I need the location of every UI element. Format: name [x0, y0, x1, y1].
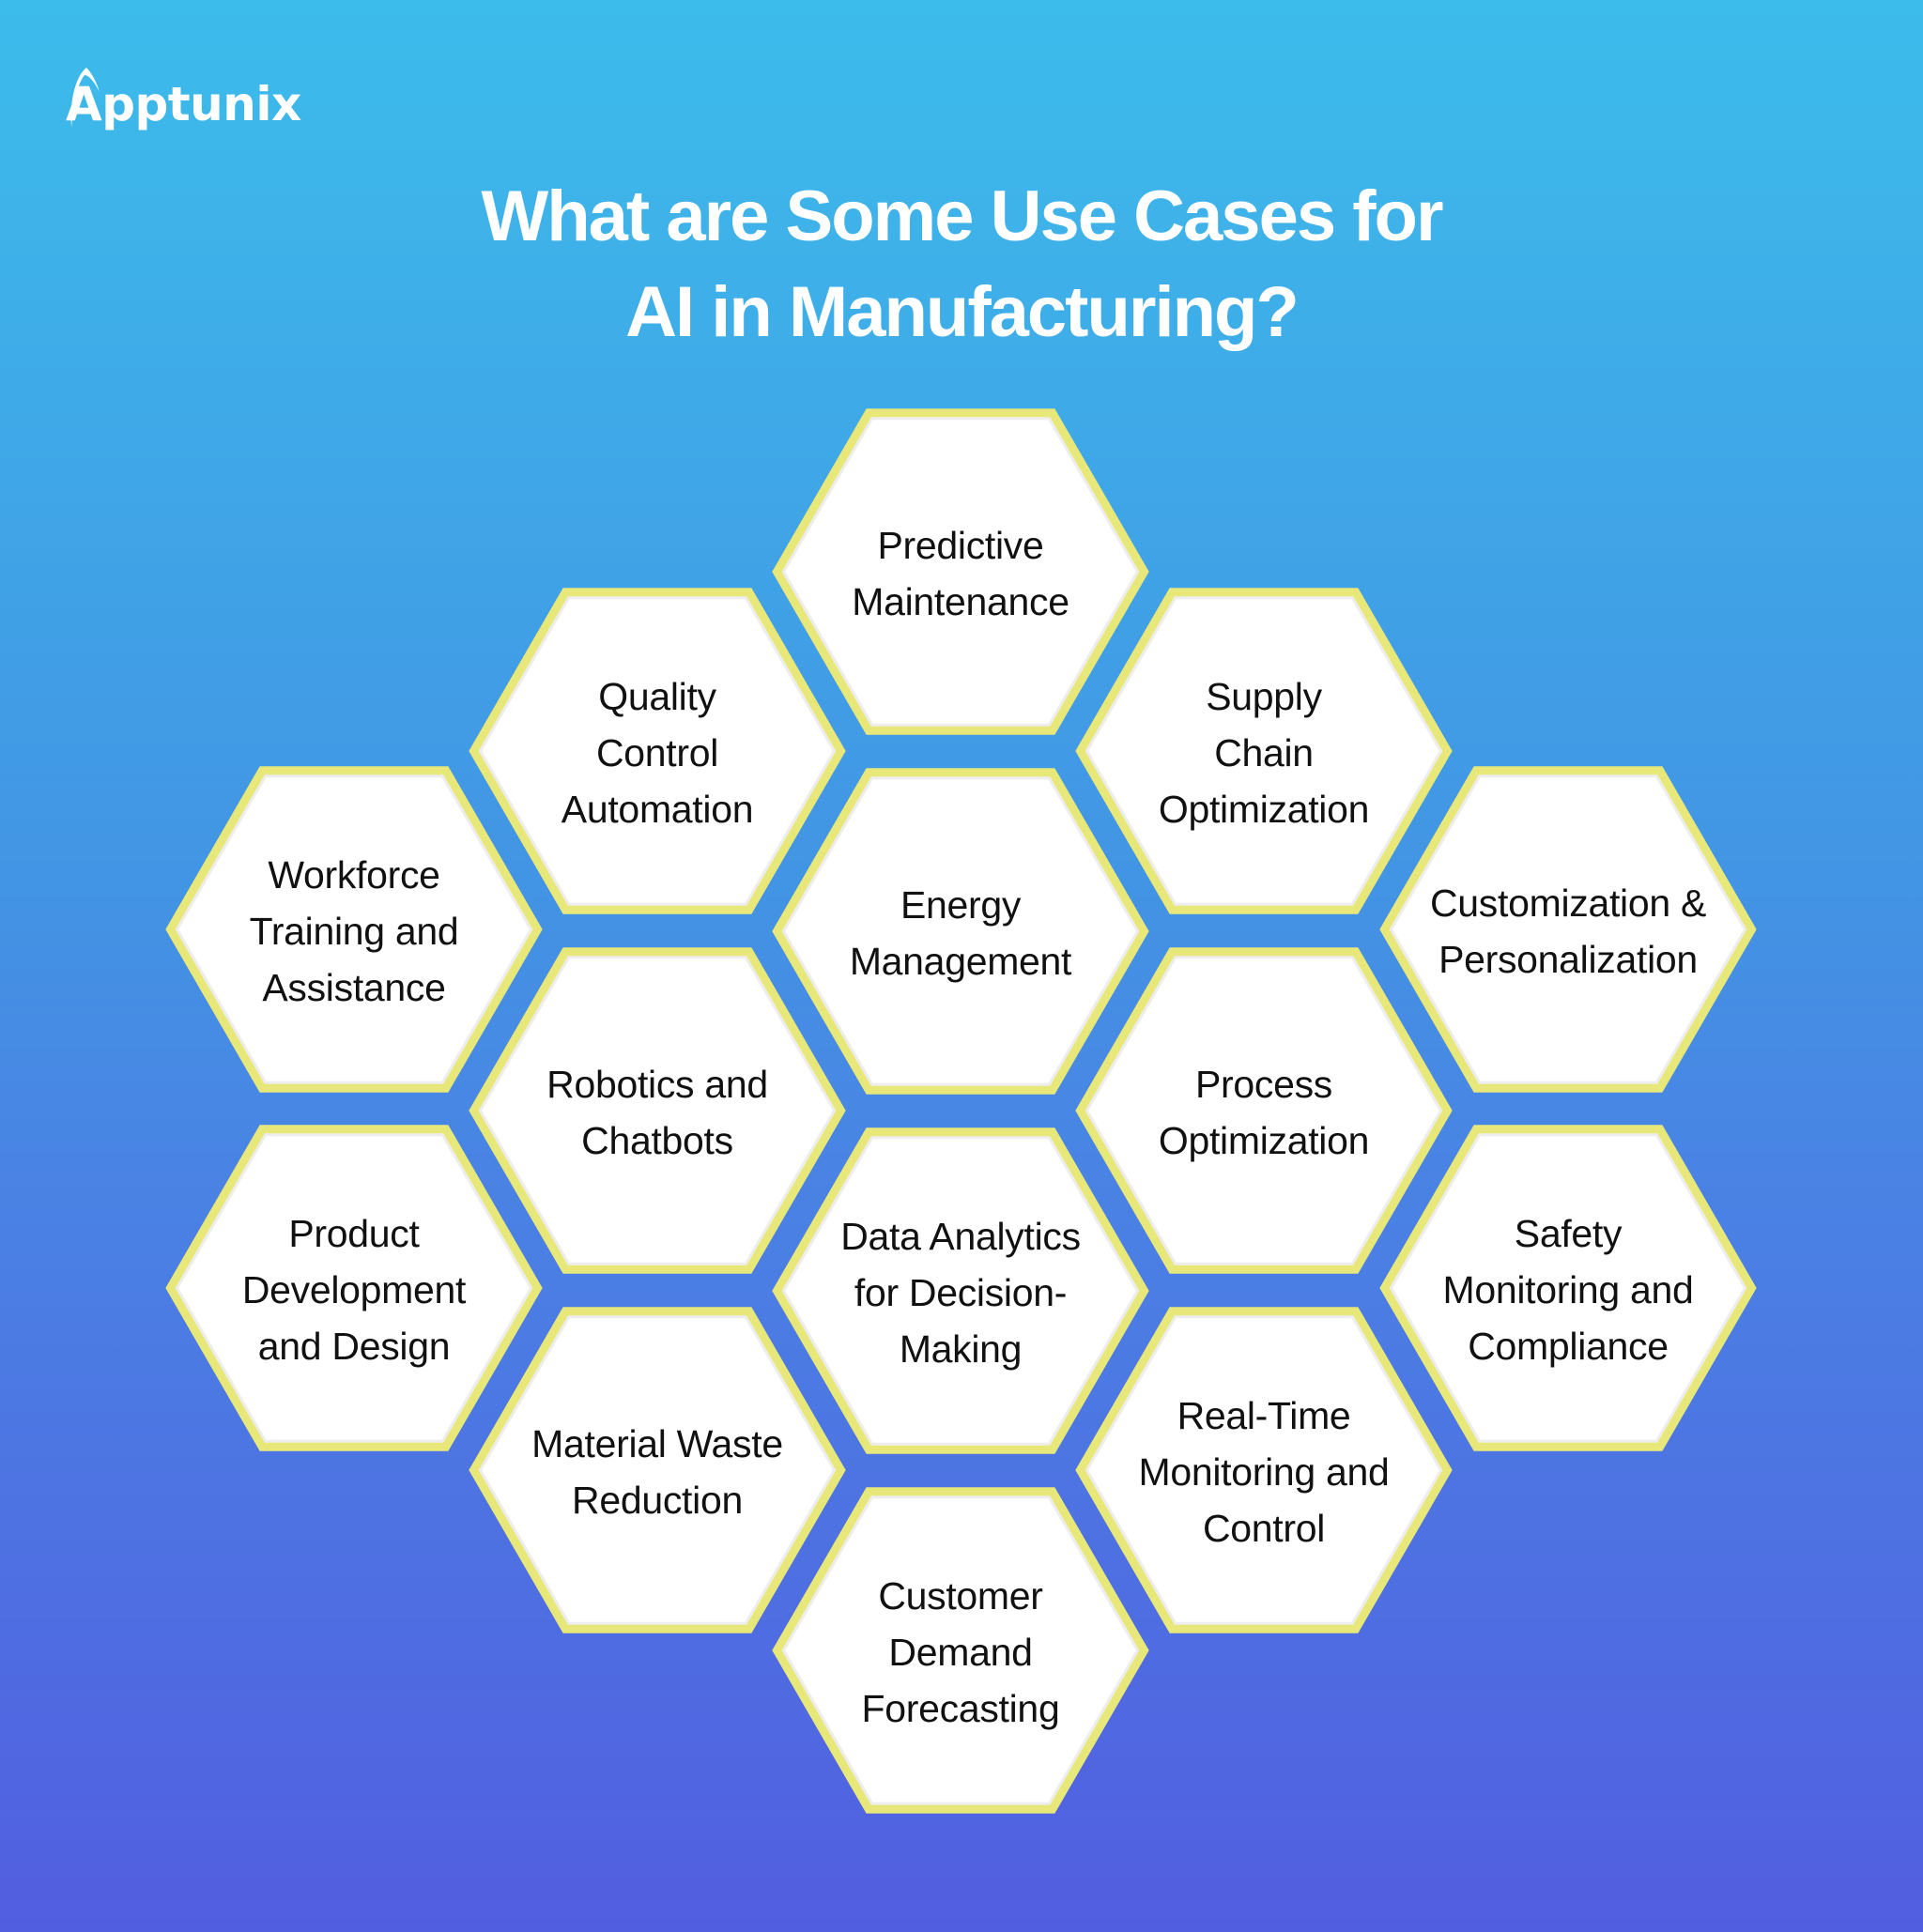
hexagon-inner-shadow	[781, 1136, 1140, 1446]
brand-logo: Apptunix	[66, 58, 301, 133]
use-case-label-line: Forecasting	[861, 1687, 1060, 1730]
page-title: What are Some Use Cases for AI in Manufa…	[0, 169, 1923, 360]
hexagon-shape	[165, 766, 543, 1093]
use-case-label-line: Real-Time	[1177, 1394, 1351, 1437]
logo-arc-icon	[70, 68, 100, 128]
hexagon-safety-monitoring-and-compliance	[1379, 1125, 1757, 1451]
use-case-label-line: Chatbots	[581, 1119, 733, 1162]
hexagon-shape	[469, 1307, 846, 1633]
use-case-label-line: Customer	[878, 1574, 1043, 1618]
hexagon-real-time-monitoring-and-control	[1075, 1307, 1453, 1633]
hexagon-shape	[1379, 766, 1757, 1093]
use-case-label-line: Monitoring and	[1138, 1450, 1390, 1494]
use-case-label-line: Predictive	[877, 524, 1044, 567]
use-case-label-line: Monitoring and	[1442, 1268, 1694, 1311]
use-case-label-line: Chain	[1214, 731, 1314, 774]
hexagon-supply-chain-optimization	[1075, 588, 1453, 914]
brand-name: Apptunix	[66, 77, 301, 131]
hexagon-shape	[1075, 947, 1453, 1274]
hexagon-shape	[772, 768, 1149, 1095]
hexagon-customization-personalization	[1379, 766, 1757, 1093]
hexagon-shape	[1379, 1125, 1757, 1451]
use-case-label-line: Robotics and	[546, 1063, 768, 1106]
hexagon-inner-shadow	[781, 1495, 1140, 1805]
use-case-label-line: Data Analytics	[840, 1215, 1081, 1258]
use-case-label-line: for Decision-	[854, 1271, 1068, 1314]
hexagon-inner-shadow	[1085, 956, 1443, 1265]
hexagon-inner-shadow	[781, 776, 1140, 1086]
use-case-label-line: Personalization	[1438, 938, 1698, 981]
hexagon-inner-shadow	[175, 774, 533, 1084]
hexagon-predictive-maintenance	[772, 408, 1149, 735]
hexagon-shape	[772, 1127, 1149, 1454]
use-case-customization-personalization: Customization & Personalization	[1413, 875, 1723, 988]
use-case-label-line: Quality	[598, 675, 716, 718]
hexagon-workforce-training-and-assistance	[165, 766, 543, 1093]
use-case-label-line: Compliance	[1468, 1325, 1669, 1368]
hexagon-shape	[165, 1125, 543, 1451]
hexagon-material-waste-reduction	[469, 1307, 846, 1633]
title-line-2: AI in Manufacturing?	[625, 272, 1300, 352]
hexagon-inner-shadow	[478, 1315, 837, 1625]
hexagon-shape	[772, 1487, 1149, 1814]
use-case-label-line: Control	[595, 731, 719, 774]
use-case-label-line: Optimization	[1158, 1119, 1370, 1162]
use-case-label-line: Energy	[900, 883, 1022, 927]
hexagon-inner-shadow	[478, 596, 837, 906]
hexagon-inner-shadow	[1389, 1133, 1747, 1443]
use-case-label-line: Material Waste	[531, 1422, 783, 1465]
use-case-label-line: Development	[241, 1268, 467, 1311]
use-case-label-line: Product	[288, 1212, 420, 1255]
hexagon-inner-shadow	[781, 417, 1140, 727]
use-case-label-line: Process	[1194, 1063, 1332, 1106]
use-case-label-line: Customization &	[1429, 882, 1706, 925]
hexagon-data-analytics-for-decision-making	[772, 1127, 1149, 1454]
hexagon-inner-shadow	[1085, 1315, 1443, 1625]
use-case-data-analytics-for-decision-making: Data Analytics for Decision- Making	[806, 1208, 1115, 1377]
use-case-label-line: Reduction	[572, 1479, 743, 1522]
use-case-label-line: Making	[899, 1327, 1023, 1371]
use-case-label-line: Workforce	[268, 853, 440, 897]
use-case-label-line: Optimization	[1158, 788, 1370, 831]
use-case-label-line: Assistance	[262, 966, 446, 1009]
hexagon-shape	[469, 947, 846, 1274]
hexagon-inner-shadow	[478, 956, 837, 1265]
use-case-label-line: Supply	[1206, 675, 1322, 718]
hexagon-shape	[772, 408, 1149, 735]
use-case-label-line: Safety	[1514, 1212, 1623, 1255]
hexagon-quality-control-automation	[469, 588, 846, 914]
use-case-label-line: Control	[1202, 1507, 1326, 1550]
use-case-label-line: Training and	[249, 910, 459, 953]
hexagon-shape	[1075, 588, 1453, 914]
hexagon-inner-shadow	[175, 1133, 533, 1443]
hexagon-inner-shadow	[1389, 774, 1747, 1084]
use-case-label-line: Management	[849, 940, 1072, 983]
hexagon-inner-shadow	[1085, 596, 1443, 906]
title-line-1: What are Some Use Cases for	[481, 176, 1443, 256]
use-case-label-line: Demand	[888, 1631, 1033, 1674]
use-case-label-line: Maintenance	[852, 580, 1069, 623]
hexagon-product-development-and-design	[165, 1125, 543, 1451]
hexagon-shape	[469, 588, 846, 914]
hexagon-energy-management	[772, 768, 1149, 1095]
hexagon-process-optimization	[1075, 947, 1453, 1274]
use-case-label-line: and Design	[257, 1325, 451, 1368]
hexagon-shape	[1075, 1307, 1453, 1633]
hexagon-customer-demand-forecasting	[772, 1487, 1149, 1814]
use-case-label-line: Automation	[561, 788, 754, 831]
hexagon-robotics-and-chatbots	[469, 947, 846, 1274]
